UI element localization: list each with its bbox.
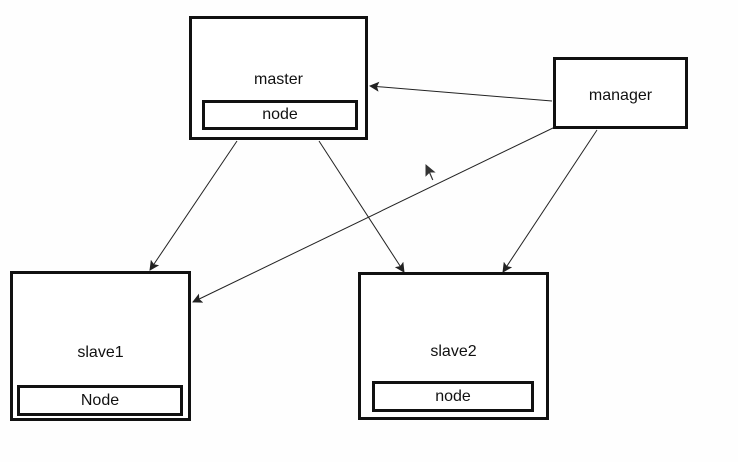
edge-manager-to-master <box>369 81 553 102</box>
edge-manager-to-slave1 <box>192 126 556 303</box>
slave1-node-box: slave1 Node <box>10 271 191 421</box>
slave1-inner-node: Node <box>17 385 183 416</box>
manager-label: manager <box>588 87 653 104</box>
edge-master-to-slave2 <box>318 140 405 273</box>
edge-manager-to-slave2 <box>502 129 598 273</box>
master-node-box: master node <box>189 16 368 140</box>
mouse-pointer-icon <box>424 162 439 182</box>
master-label: master <box>254 71 303 88</box>
slave2-node-box: slave2 node <box>358 272 549 420</box>
slave2-label: slave2 <box>430 343 477 360</box>
edge-master-to-slave1 <box>149 140 238 271</box>
slave2-inner-node: node <box>372 381 534 412</box>
slave1-label: slave1 <box>77 344 124 361</box>
master-inner-node: node <box>202 100 358 130</box>
manager-node-box: manager <box>553 57 688 129</box>
